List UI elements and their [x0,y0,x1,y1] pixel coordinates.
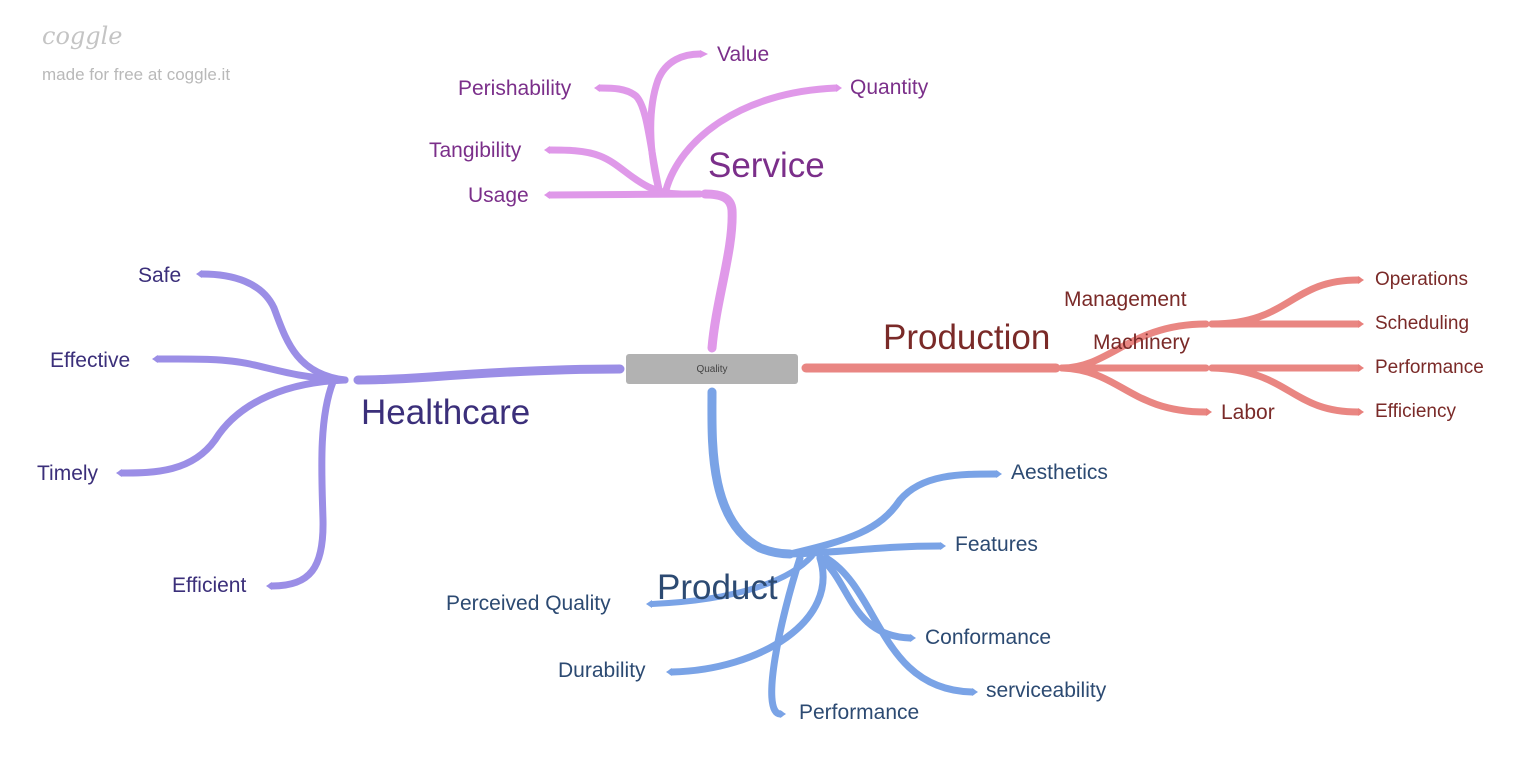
arrow-tip-icon [1358,364,1364,372]
product-serviceability-line [822,554,976,696]
arrow-tip-icon [1206,408,1212,416]
coggle-logo: coggle [42,22,123,50]
node-production-management[interactable]: Management [1064,288,1187,311]
service-usage-line [546,190,704,199]
node-product-conformance[interactable]: Conformance [925,626,1052,649]
arrow-tip-icon [196,270,202,278]
node-production-labor[interactable]: Labor [1221,401,1275,424]
arrow-tip-icon [940,542,946,550]
product-branch-line [707,387,795,559]
node-healthcare-safe[interactable]: Safe [138,264,182,287]
node-product-features[interactable]: Features [955,533,1038,556]
arrow-tip-icon [266,582,272,590]
arrow-tip-icon [666,668,672,676]
product-performance-line [768,554,804,718]
healthcare-safe-line [198,270,349,384]
node-healthcare-timely[interactable]: Timely [37,462,99,485]
node-production-machinery[interactable]: Machinery [1093,331,1190,354]
arrow-tip-icon [972,688,978,696]
arrow-tip-icon [544,191,550,199]
node-product-serviceability[interactable]: serviceability [986,679,1107,702]
made-with-coggle-text[interactable]: made for free at coggle.it [42,65,231,84]
node-product-aesthetics[interactable]: Aesthetics [1011,461,1108,484]
arrow-tip-icon [116,469,122,477]
product-connectors [649,387,1000,718]
node-management-scheduling[interactable]: Scheduling [1375,313,1470,334]
product-conformance-line [816,554,914,642]
healthcare-effective-line [154,355,349,384]
product-aesthetics-line [786,470,1000,558]
healthcare-branch-line [353,364,625,385]
healthcare-connectors [118,270,625,590]
node-service-perishability[interactable]: Perishability [458,77,572,100]
node-service[interactable]: Service [708,146,825,185]
node-healthcare[interactable]: Healthcare [361,393,531,432]
service-quantity-line [662,84,840,194]
arrow-tip-icon [996,470,1002,478]
node-service-tangibility[interactable]: Tangibility [429,139,522,162]
production-efficiency-line [1208,364,1362,416]
root-node-label: Quality [696,363,728,375]
service-perishability-line [596,84,664,198]
node-product-perceived-quality[interactable]: Perceived Quality [446,592,611,615]
arrow-tip-icon [1358,320,1364,328]
healthcare-timely-line [118,376,349,477]
arrow-tip-icon [1358,276,1364,284]
arrow-tip-icon [544,146,550,154]
root-node[interactable]: Quality [626,354,798,384]
node-service-usage[interactable]: Usage [468,184,529,207]
production-labor-line [1058,364,1210,416]
node-machinery-efficiency[interactable]: Efficiency [1375,401,1456,422]
arrow-tips [116,50,1364,718]
product-durability-line [668,554,827,676]
arrow-tip-icon [646,600,652,608]
arrow-tip-icon [1358,408,1364,416]
product-perceived-quality-line [649,553,815,607]
healthcare-efficient-line [268,378,337,590]
node-healthcare-effective[interactable]: Effective [50,349,131,372]
node-product[interactable]: Product [657,568,778,607]
arrow-tip-icon [594,84,600,92]
product-features-line [786,542,944,558]
arrow-tip-icon [910,634,916,642]
arrow-tip-icon [836,84,842,92]
production-operations-line [1208,276,1362,328]
node-healthcare-efficient[interactable]: Efficient [172,574,247,597]
arrow-tip-icon [780,710,786,718]
node-management-operations[interactable]: Operations [1375,269,1468,290]
arrow-tip-icon [700,50,708,58]
production-connectors [801,276,1362,416]
node-machinery-performance[interactable]: Performance [1375,357,1484,378]
service-tangibility-line [546,146,684,198]
node-product-durability[interactable]: Durability [558,659,646,682]
service-branch-line [700,189,737,353]
node-production[interactable]: Production [883,318,1051,357]
node-service-quantity[interactable]: Quantity [850,76,929,99]
arrow-tip-icon [152,355,158,363]
node-product-performance[interactable]: Performance [799,701,920,724]
node-service-value[interactable]: Value [717,43,770,66]
service-connectors [546,50,840,353]
